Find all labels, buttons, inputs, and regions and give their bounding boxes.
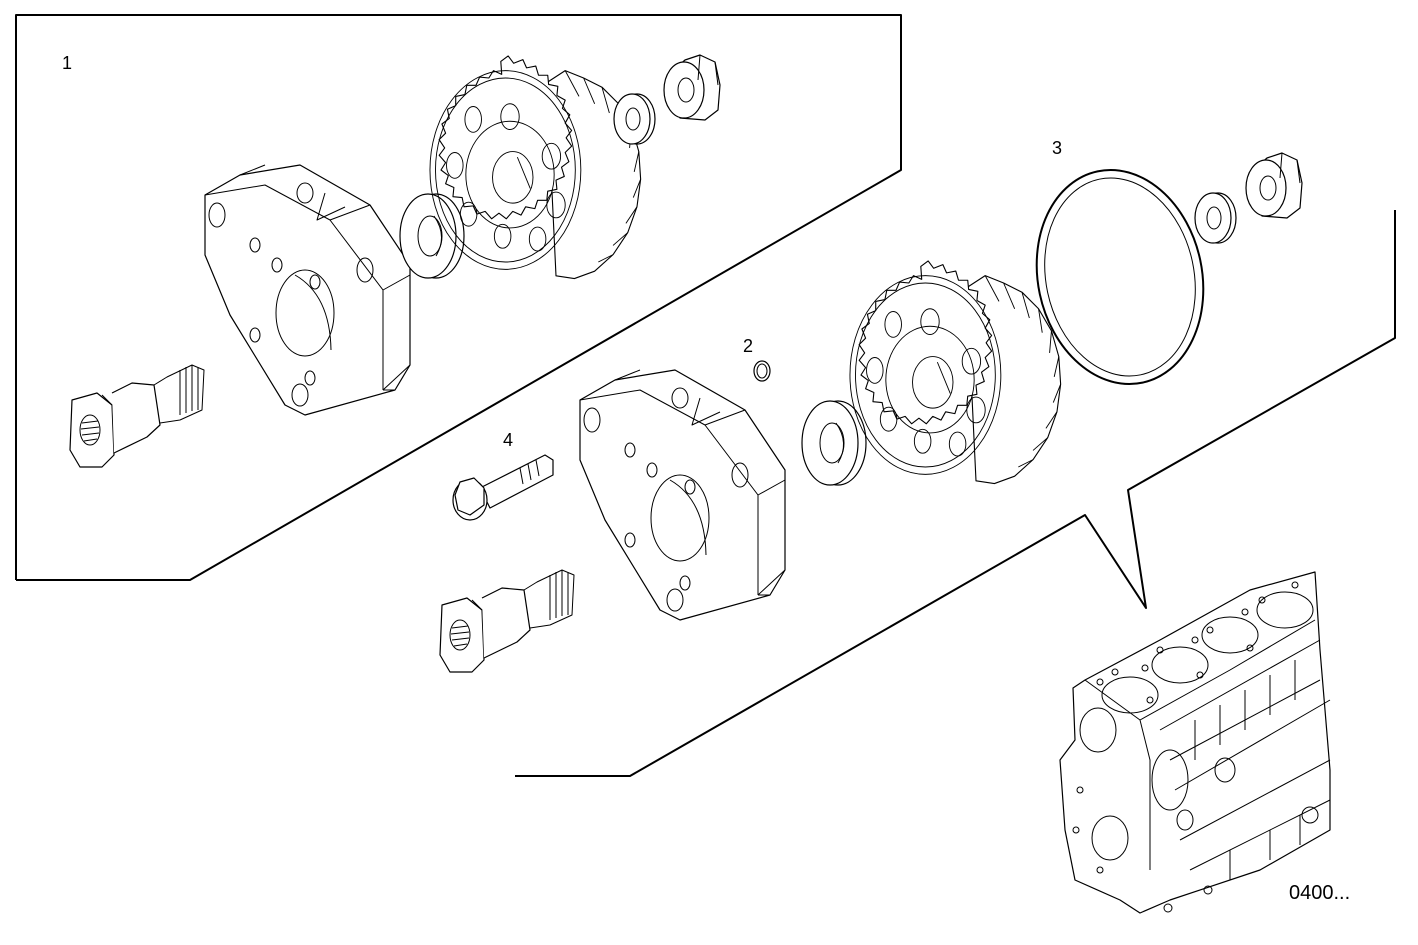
thrust-washer	[801, 400, 867, 486]
kit1-washer	[613, 93, 656, 145]
assembly-callout-frame	[515, 210, 1396, 777]
bolt	[452, 454, 554, 521]
callout-4: 4	[503, 430, 514, 450]
idler-gear	[849, 260, 1062, 485]
flange-nut	[1245, 152, 1303, 219]
callout-1: 1	[62, 53, 73, 73]
engine-block-illustration	[1059, 571, 1331, 914]
shaft-pin	[439, 569, 575, 673]
kit1-thrust-washer	[399, 193, 465, 279]
reference-code: 0400...	[1289, 882, 1351, 904]
o-ring-small	[753, 360, 771, 382]
bracket-plate	[579, 369, 786, 621]
kit-1-frame	[15, 14, 902, 581]
kit1-shaft-pin	[69, 364, 205, 468]
washer	[1194, 192, 1237, 244]
kit1-bracket-plate	[204, 164, 411, 416]
callout-2: 2	[743, 336, 754, 356]
callout-3: 3	[1052, 138, 1063, 158]
o-ring-large	[1035, 168, 1205, 386]
kit1-flange-nut	[663, 54, 721, 121]
